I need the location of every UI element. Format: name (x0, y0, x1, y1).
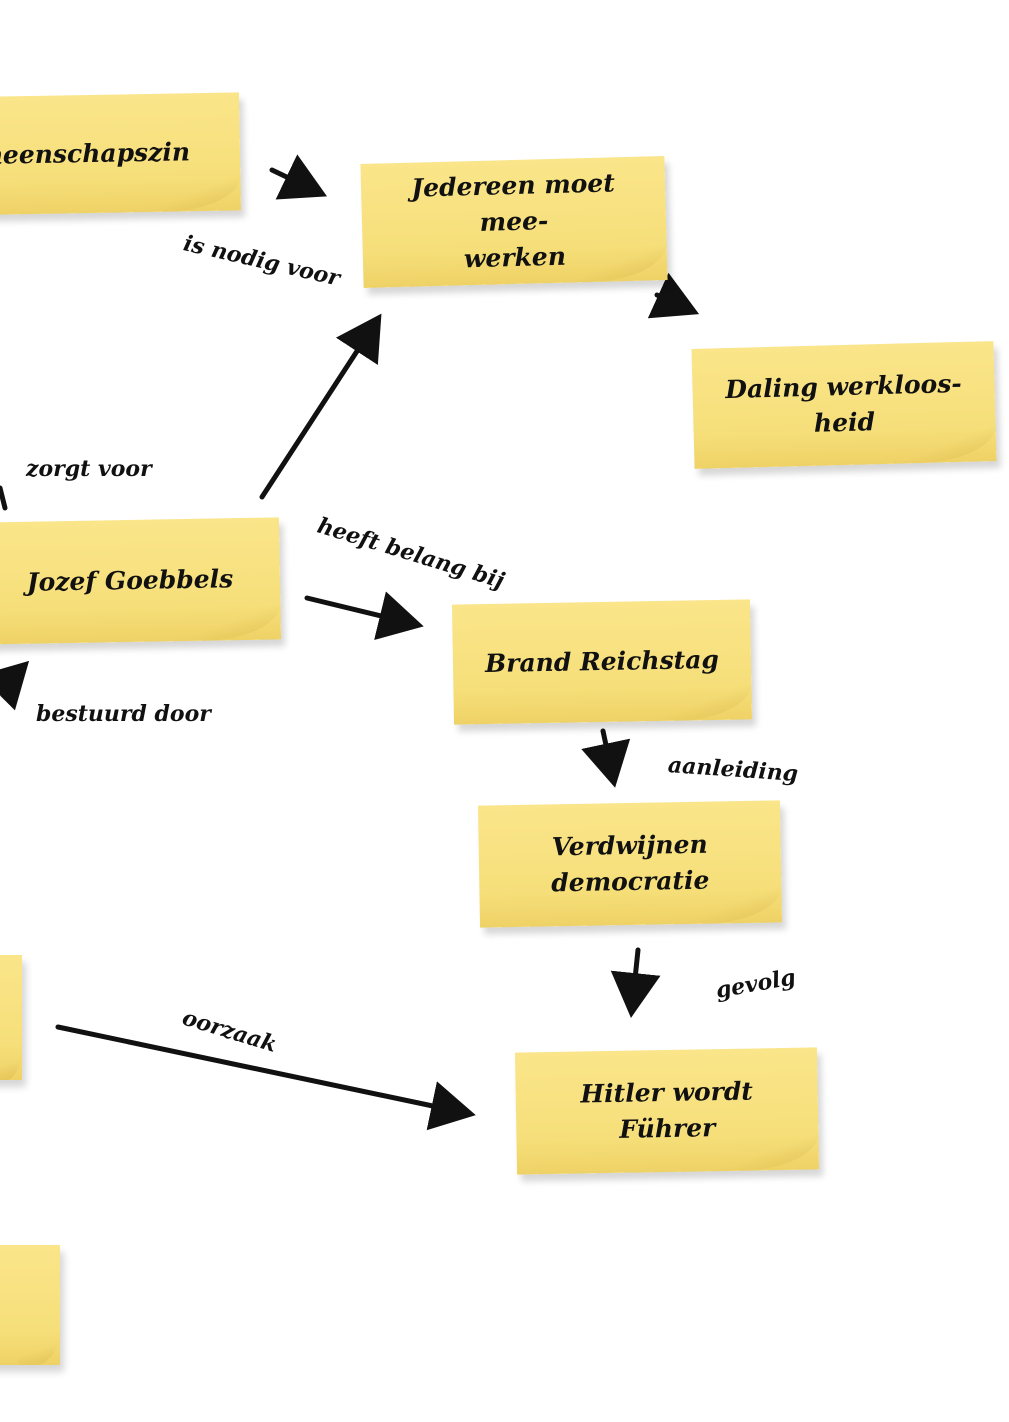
arrow-left-to-goebbels (0, 660, 30, 711)
note-verdwijnen-democratie: Verdwijnen democratie (477, 800, 783, 928)
note-daling-text: Daling werkloos- heid (724, 368, 963, 438)
arrow-democratie-to-fuhrer (610, 947, 661, 1018)
note-brand-reichstag: Brand Reichstag (451, 599, 753, 725)
note-reichstag-text: Brand Reichstag (484, 644, 720, 678)
note-edge-middle-left (0, 955, 22, 1080)
note-gemeenschapszin: emeenschapszin (0, 92, 242, 216)
note-democratie-text: Verdwijnen democratie (551, 829, 710, 898)
note-fuhrer-text: Hitler wordt Führer (580, 1076, 754, 1144)
note-daling-werkloosheid: Daling werkloos- heid (691, 341, 997, 469)
arrow-gemeenschapszin-to-jedereen (269, 154, 328, 200)
note-gemeenschapszin-text: emeenschapszin (0, 137, 191, 171)
arrow-reichstag-to-democratie (581, 728, 631, 788)
note-edge-bottom-left (0, 1245, 60, 1365)
note-hitler-wordt-fuhrer: Hitler wordt Führer (514, 1047, 820, 1175)
note-goebbels-text: Jozef Goebbels (26, 564, 234, 597)
note-jedereen-text: Jedereen moet mee- werken (410, 167, 616, 274)
label-zorgt-voor: zorgt voor (26, 456, 152, 482)
label-bestuurd-door: bestuurd door (36, 701, 211, 727)
note-jozef-goebbels: Jozef Goebbels (0, 517, 282, 645)
note-jedereen-moet-meewerken: Jedereen moet mee- werken (360, 156, 668, 288)
arrow-left-to-fuhrer (55, 1024, 476, 1131)
arrow-jedereen-to-daling (647, 272, 700, 319)
arrow-left-up-zorgt-voor (0, 485, 8, 511)
arrow-goebbels-to-jedereen (259, 313, 382, 500)
arrow-goebbels-to-reichstag (304, 591, 424, 641)
